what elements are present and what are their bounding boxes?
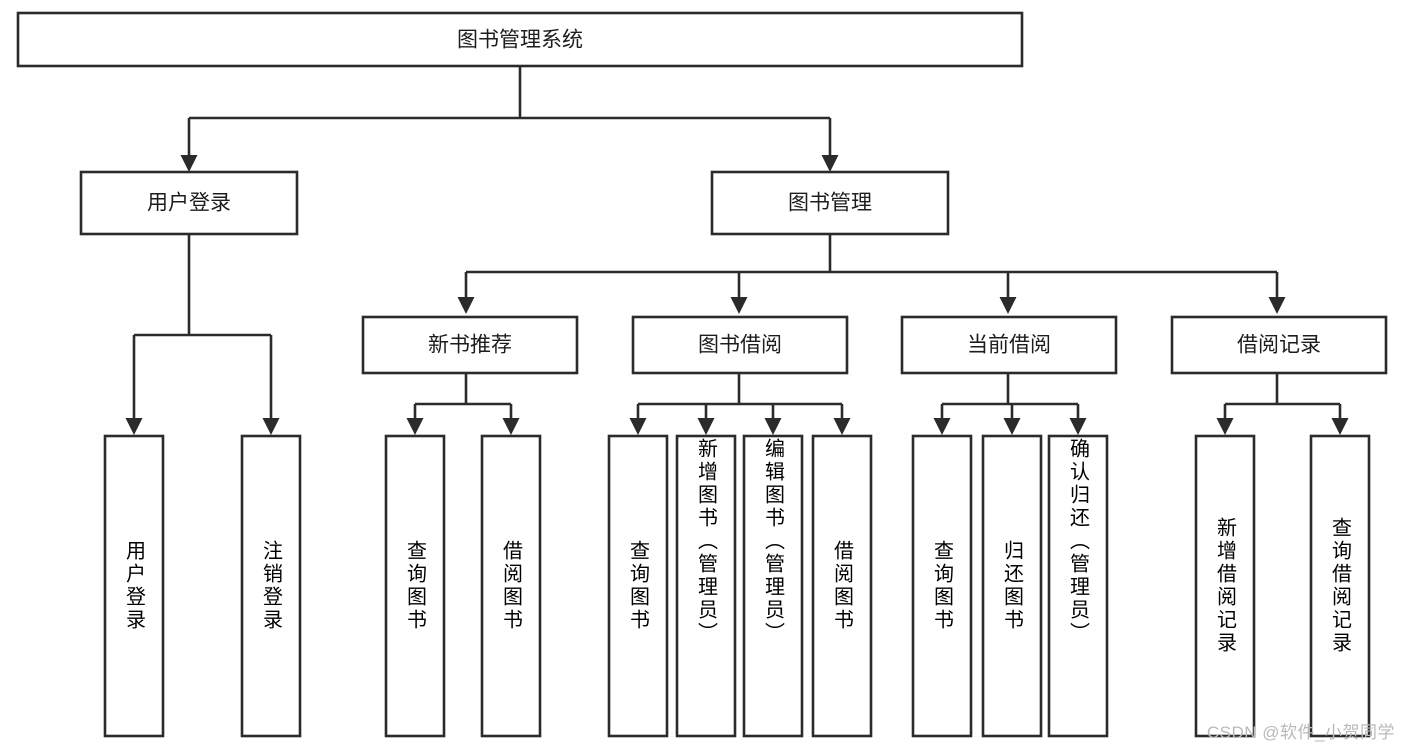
node-user-login[interactable]: 用户登录 xyxy=(79,170,299,236)
node-leaf-user-login-label: 用户登录 xyxy=(122,540,145,632)
arrow-to-leaf-add-record xyxy=(1216,418,1234,435)
leaf-label-wrap-return-book: 归还图书 xyxy=(1000,540,1023,632)
connector-group-current-borrow-to-leaves xyxy=(940,373,1080,418)
connector-group-user-login-to-leaves xyxy=(132,234,273,418)
node-new-book-recommend[interactable]: 新书推荐 xyxy=(361,315,579,375)
node-borrow-record-label: 借阅记录 xyxy=(1237,334,1321,357)
node-leaf-add-record[interactable] xyxy=(1194,434,1256,738)
node-leaf-return-book-label: 归还图书 xyxy=(1000,540,1023,632)
node-leaf-borrow-book-2[interactable] xyxy=(811,434,873,738)
arrow-to-new-book-recommend xyxy=(457,297,475,314)
node-leaf-query-book-2-label: 查询图书 xyxy=(626,540,649,632)
node-leaf-query-book-2[interactable] xyxy=(607,434,669,738)
leaf-label-wrap-borrow-book-1: 借阅图书 xyxy=(499,540,522,632)
node-leaf-add-book-label: 新增图书（管理员） xyxy=(694,438,717,645)
connector-group-borrow-record-to-leaves xyxy=(1223,373,1342,418)
leaf-label-wrap-query-record: 查询借阅记录 xyxy=(1328,517,1351,655)
node-current-borrow-label: 当前借阅 xyxy=(967,334,1051,357)
arrow-root-to-book-manage xyxy=(821,155,839,172)
connector-group-root-to-level2 xyxy=(187,66,832,155)
arrow-to-leaf-query-book-3 xyxy=(933,418,951,435)
node-book-manage[interactable]: 图书管理 xyxy=(710,170,950,236)
node-leaf-user-logout[interactable] xyxy=(240,434,302,738)
leaf-label-wrap-add-book: 新增图书（管理员） xyxy=(694,438,717,645)
arrow-to-leaf-query-book-1 xyxy=(406,418,424,435)
leaf-label-wrap-user-logout: 注销登录 xyxy=(259,540,282,632)
leaf-label-wrap-query-book-1: 查询图书 xyxy=(403,540,426,632)
node-leaf-borrow-book-2-label: 借阅图书 xyxy=(830,540,853,632)
node-book-manage-label: 图书管理 xyxy=(788,192,872,215)
node-book-borrow[interactable]: 图书借阅 xyxy=(631,315,849,375)
arrow-to-book-borrow xyxy=(730,297,748,314)
node-borrow-record[interactable]: 借阅记录 xyxy=(1170,315,1388,375)
node-leaf-query-book-1-label: 查询图书 xyxy=(403,540,426,632)
arrow-to-leaf-return-book xyxy=(1003,418,1021,435)
arrow-to-current-borrow xyxy=(999,297,1017,314)
node-root-label: 图书管理系统 xyxy=(457,29,583,52)
node-leaf-query-record[interactable] xyxy=(1309,434,1371,738)
connector-group-book-borrow-to-leaves xyxy=(636,373,844,418)
node-leaf-query-book-1[interactable] xyxy=(384,434,446,738)
connector-group-book-manage-to-level3 xyxy=(464,234,1279,297)
leaf-label-wrap-edit-book: 编辑图书（管理员） xyxy=(761,438,784,645)
arrow-to-leaf-borrow-book-1 xyxy=(502,418,520,435)
arrow-to-leaf-borrow-book-2 xyxy=(833,418,851,435)
node-book-borrow-label: 图书借阅 xyxy=(698,334,782,357)
node-leaf-query-book-3[interactable] xyxy=(911,434,973,738)
arrow-to-leaf-add-book xyxy=(697,418,715,435)
arrow-to-leaf-query-book-2 xyxy=(629,418,647,435)
node-leaf-confirm-return-label: 确认归还（管理员） xyxy=(1066,438,1089,645)
node-leaf-edit-book[interactable] xyxy=(742,434,804,738)
node-leaf-user-login[interactable] xyxy=(103,434,165,738)
node-user-login-label: 用户登录 xyxy=(147,192,231,215)
leaf-label-wrap-query-book-2: 查询图书 xyxy=(626,540,649,632)
node-leaf-return-book[interactable] xyxy=(981,434,1043,738)
node-leaf-borrow-book-1-label: 借阅图书 xyxy=(499,540,522,632)
node-leaf-query-record-label: 查询借阅记录 xyxy=(1328,517,1351,655)
leaf-label-wrap-confirm-return: 确认归还（管理员） xyxy=(1066,438,1089,645)
leaf-label-wrap-user-login: 用户登录 xyxy=(122,540,145,632)
leaf-label-wrap-add-record: 新增借阅记录 xyxy=(1213,517,1236,655)
node-leaf-edit-book-label: 编辑图书（管理员） xyxy=(761,438,784,645)
node-leaf-query-book-3-label: 查询图书 xyxy=(930,540,953,632)
leaf-label-wrap-query-book-3: 查询图书 xyxy=(930,540,953,632)
node-current-borrow[interactable]: 当前借阅 xyxy=(900,315,1118,375)
node-root[interactable]: 图书管理系统 xyxy=(16,11,1024,68)
arrow-to-leaf-edit-book xyxy=(764,418,782,435)
node-leaf-user-logout-label: 注销登录 xyxy=(259,540,282,632)
node-leaf-borrow-book-1[interactable] xyxy=(480,434,542,738)
node-new-book-recommend-label: 新书推荐 xyxy=(428,334,512,357)
node-leaf-add-book[interactable] xyxy=(675,434,737,738)
arrow-to-leaf-confirm-return xyxy=(1069,418,1087,435)
node-leaf-confirm-return[interactable] xyxy=(1047,434,1109,738)
arrow-to-leaf-user-login xyxy=(125,418,143,435)
arrow-to-borrow-record xyxy=(1268,297,1286,314)
leaf-label-wrap-borrow-book-2: 借阅图书 xyxy=(830,540,853,632)
node-leaf-add-record-label: 新增借阅记录 xyxy=(1213,517,1236,655)
arrow-to-leaf-query-record xyxy=(1331,418,1349,435)
arrow-root-to-user-login xyxy=(180,155,198,172)
arrow-to-leaf-user-logout xyxy=(262,418,280,435)
connector-group-new-book-recommend-to-leaves xyxy=(413,373,513,418)
